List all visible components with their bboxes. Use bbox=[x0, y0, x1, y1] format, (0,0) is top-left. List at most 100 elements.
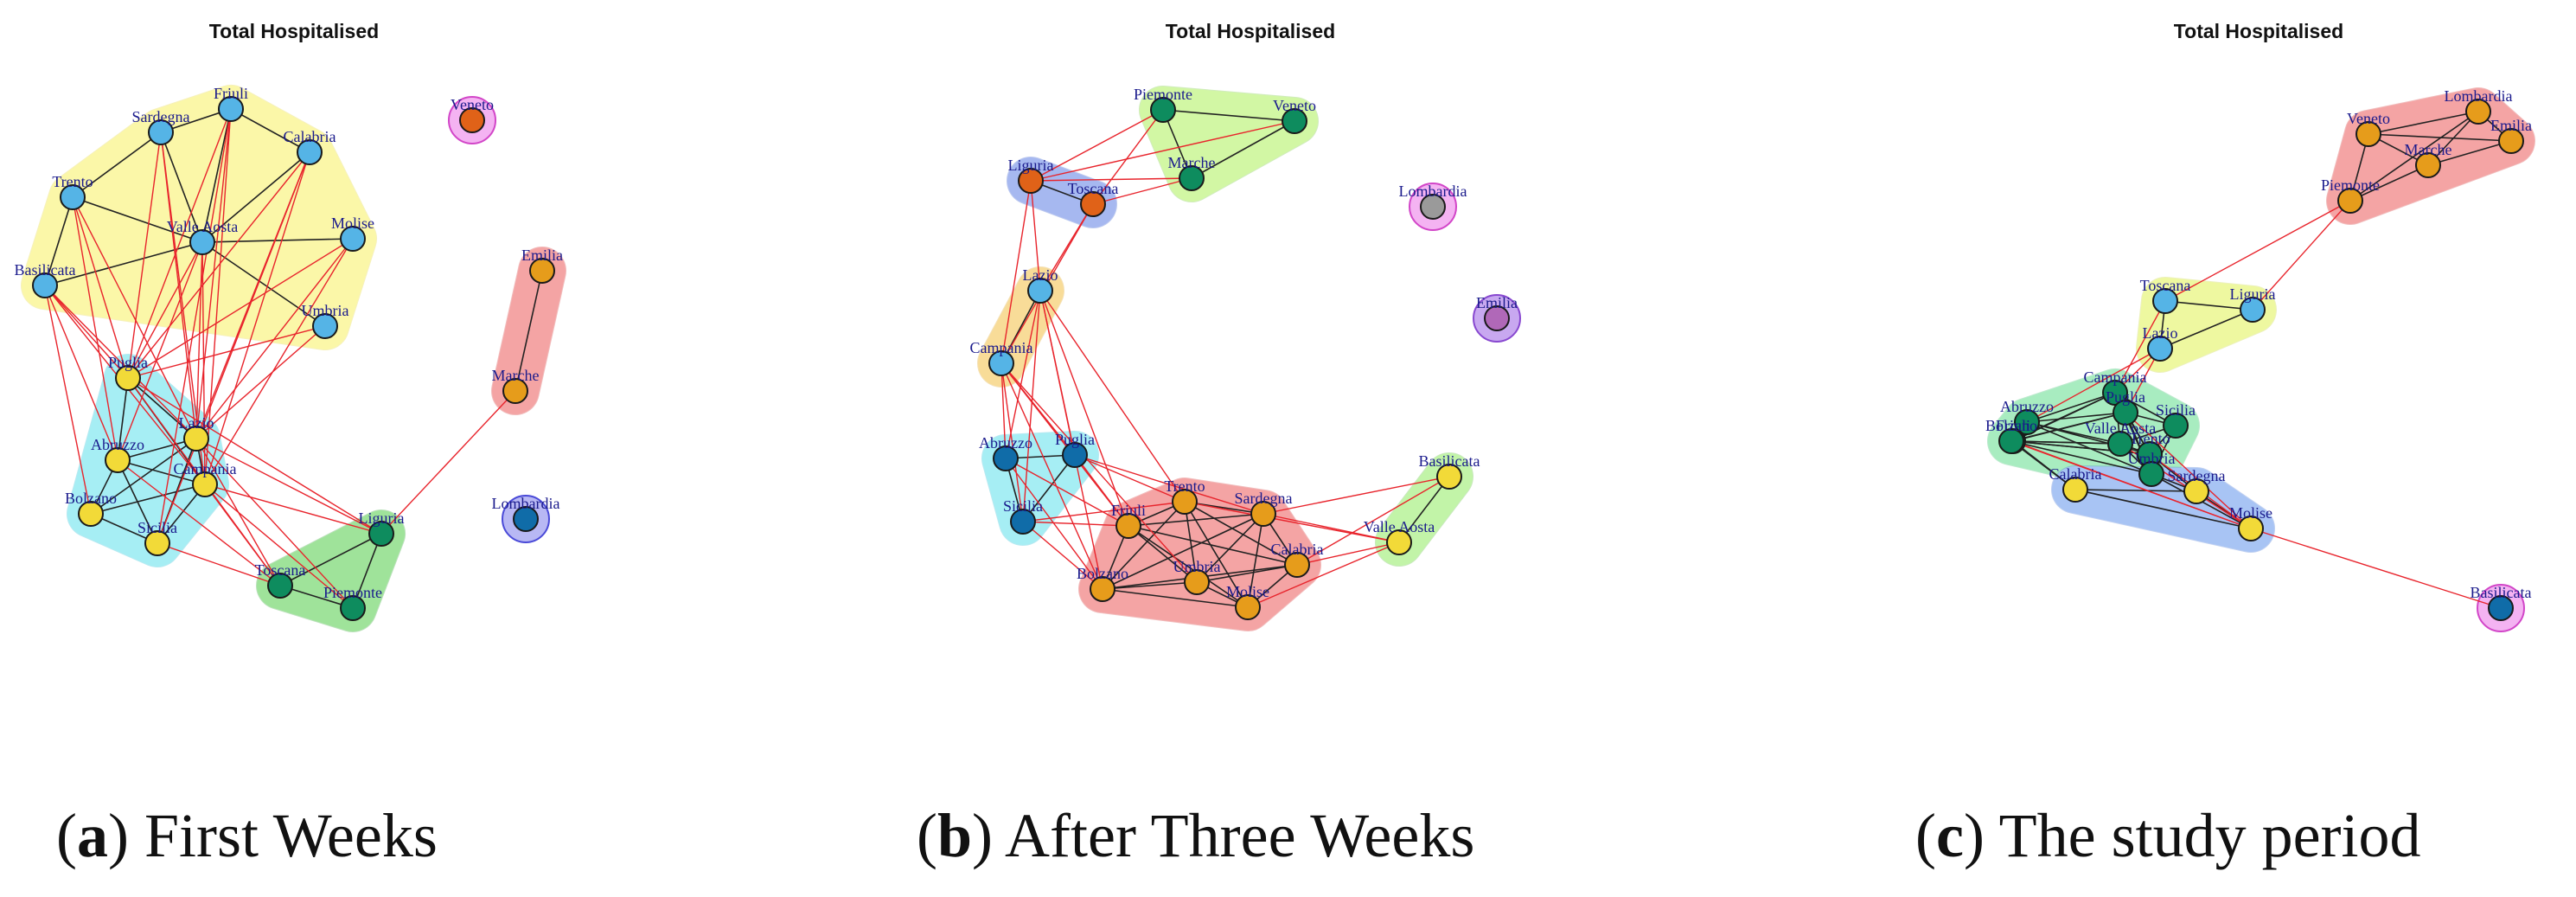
panel-c-label-molise: Molise bbox=[2229, 504, 2272, 522]
panel-c-cluster-yl-fill bbox=[2160, 301, 2253, 349]
panel-a-label-sicilia: Sicilia bbox=[137, 519, 177, 536]
panel-a-edge-friuli-calabria bbox=[230, 108, 310, 153]
panel-c-node-calabria bbox=[2062, 477, 2088, 503]
panel-b-edge-friuli-molise bbox=[1128, 525, 1249, 608]
panel-c-node-abruzzo bbox=[2014, 409, 2040, 435]
panel-a-node-abruzzo bbox=[105, 447, 131, 473]
panel-a-edge-liguria-piemonte bbox=[352, 533, 382, 609]
panel-b-edge-sardegna-umbria bbox=[1196, 513, 1264, 583]
panel-c-node-basilicata bbox=[2488, 595, 2514, 621]
panel-b-node-veneto bbox=[1282, 108, 1307, 134]
panel-b-edge-calabria-valle-aosta bbox=[1296, 541, 1400, 566]
panel-c-edge-lazio-abruzzo bbox=[2026, 348, 2161, 423]
panel-b-cluster-rd-fill bbox=[1103, 502, 1297, 607]
panel-c-node-veneto bbox=[2355, 121, 2381, 147]
panel-b-label-molise: Molise bbox=[1226, 583, 1269, 600]
panel-a-edge-emilia-marche bbox=[515, 270, 543, 392]
caption-c-text: The study period bbox=[1984, 801, 2421, 870]
panel-b-edge-liguria-piemonte bbox=[1030, 109, 1164, 182]
panel-a-edge-abruzzo-toscana bbox=[117, 459, 281, 586]
panel-c-label-valle-aosta: Valle Aosta bbox=[2085, 420, 2157, 437]
panel-a-edge-trento-valle-aosta bbox=[72, 196, 203, 243]
panel-a-label-abruzzo: Abruzzo bbox=[91, 436, 144, 453]
panel-c-label-puglia: Puglia bbox=[2106, 388, 2145, 406]
panel-c-label-trento: Trento bbox=[2129, 430, 2170, 447]
panel-b-cluster-cy-fill bbox=[1006, 455, 1075, 522]
panel-a-node-emilia bbox=[529, 258, 555, 284]
panel-a-label-emilia: Emilia bbox=[521, 247, 563, 264]
panel-a-edge-sardegna-valle-aosta bbox=[160, 131, 203, 243]
panel-c-label-abruzzo: Abruzzo bbox=[2000, 398, 2054, 415]
panel-a-node-marche bbox=[502, 378, 528, 404]
caption-c-letter: c bbox=[1935, 801, 1964, 870]
panel-b-title: Total Hospitalised bbox=[1166, 20, 1335, 42]
panel-a-edge-puglia-liguria bbox=[127, 377, 382, 535]
panel-c-edge-valle-aosta-bolzano bbox=[2010, 440, 2121, 445]
caption-a-letter: a bbox=[76, 801, 108, 870]
caption-c: (c) The study period bbox=[1915, 801, 2421, 870]
panel-b-edge-campania-liguria bbox=[1000, 180, 1032, 364]
panel-c-node-marche bbox=[2415, 152, 2441, 178]
panel-b-edge-lazio-abruzzo bbox=[1005, 290, 1041, 459]
panel-a-node-sardegna bbox=[148, 119, 174, 145]
panel-a-edge-puglia-basilicata bbox=[44, 285, 129, 379]
panel-b-node-molise bbox=[1235, 594, 1261, 620]
panel-b-label-sardegna: Sardegna bbox=[1235, 490, 1293, 507]
panel-a-edge-umbria-valle-aosta bbox=[201, 241, 326, 327]
panel-c-node-umbria bbox=[2138, 461, 2164, 487]
panel-a-label-sardegna: Sardegna bbox=[132, 108, 190, 125]
panel-c-edge-bolzano-molise bbox=[2010, 440, 2252, 529]
panel-a-cluster-y-fill bbox=[45, 109, 353, 326]
panel-c-label-basilicata: Basilicata bbox=[2471, 584, 2532, 601]
panel-b-edge-puglia-friuli bbox=[1074, 454, 1129, 527]
panel-a-edge-puglia-abruzzo bbox=[117, 377, 129, 461]
panel-a-edge-campania-friuli bbox=[204, 108, 232, 485]
panel-b-edge-trento-umbria bbox=[1184, 501, 1198, 583]
panel-b-label-marche: Marche bbox=[1168, 154, 1216, 171]
panel-a-edge-campania-molise bbox=[204, 238, 354, 485]
panel-b-edge-friuli-umbria bbox=[1128, 525, 1198, 583]
panel-b-label-emilia: Emilia bbox=[1476, 294, 1518, 311]
panel-b-edge-sardegna-bolzano bbox=[1102, 513, 1264, 590]
panel-b-node-bolzano bbox=[1090, 576, 1115, 602]
panel-b-edge-campania-abruzzo bbox=[1000, 362, 1007, 459]
panel-c-label-veneto: Veneto bbox=[2347, 110, 2390, 127]
panel-a-edge-sicilia-calabria bbox=[157, 151, 310, 544]
caption-b-text: After Three Weeks bbox=[993, 801, 1475, 870]
panel-b-node-sardegna bbox=[1250, 501, 1276, 527]
panel-a-edge-lazio-friuli bbox=[195, 108, 232, 439]
panel-c-label-friuli: Friuli bbox=[1996, 417, 2030, 434]
panel-b-label-puglia: Puglia bbox=[1055, 431, 1095, 448]
panel-c-edge-calabria-molise bbox=[2074, 489, 2252, 529]
panel-b-node-liguria bbox=[1018, 168, 1044, 194]
panel-b-edge-calabria-basilicata bbox=[1296, 476, 1450, 566]
panel-a-edge-lazio-liguria bbox=[195, 438, 382, 535]
panel-c-edge-piemonte-lombardia bbox=[2349, 111, 2479, 202]
panel-b-node-campania bbox=[988, 350, 1014, 376]
caption-a: (a) First Weeks bbox=[56, 801, 438, 870]
panel-b-label-basilicata: Basilicata bbox=[1419, 452, 1480, 470]
panel-b-node-friuli bbox=[1115, 513, 1141, 539]
panel-a-edge-lazio-umbria bbox=[195, 325, 326, 439]
panel-c-edge-molise-basilicata bbox=[2250, 528, 2502, 609]
panel-a-cluster-g-fill bbox=[280, 534, 381, 608]
panel-b-label-liguria: Liguria bbox=[1008, 157, 1054, 174]
panel-b-edge-liguria-veneto bbox=[1030, 120, 1295, 182]
panel-c-edge-emilia-marche bbox=[2427, 140, 2512, 166]
panel-a-edge-puglia-lazio bbox=[127, 377, 197, 439]
panel-c-edge-campania-abruzzo bbox=[2026, 392, 2116, 423]
panel-c-node-liguria bbox=[2240, 297, 2266, 323]
panel-a-edge-lazio-valle-aosta bbox=[195, 241, 203, 439]
panel-b-edge-toscana-marche bbox=[1092, 177, 1192, 205]
panel-a-node-veneto bbox=[459, 107, 485, 133]
panel-a-title: Total Hospitalised bbox=[209, 20, 379, 42]
panel-c-label-lazio: Lazio bbox=[2143, 324, 2178, 342]
panel-c-label-piemonte: Piemonte bbox=[2321, 176, 2380, 194]
panel-a-edge-friuli-valle-aosta bbox=[201, 108, 232, 243]
panel-c-node-lombardia bbox=[2465, 99, 2491, 125]
panel-c-label-umbria: Umbria bbox=[2128, 450, 2176, 467]
panel-a-edge-puglia-valle-aosta bbox=[127, 241, 203, 379]
panel-a-edge-liguria-toscana bbox=[279, 533, 382, 586]
panel-c-node-emilia bbox=[2498, 128, 2524, 154]
